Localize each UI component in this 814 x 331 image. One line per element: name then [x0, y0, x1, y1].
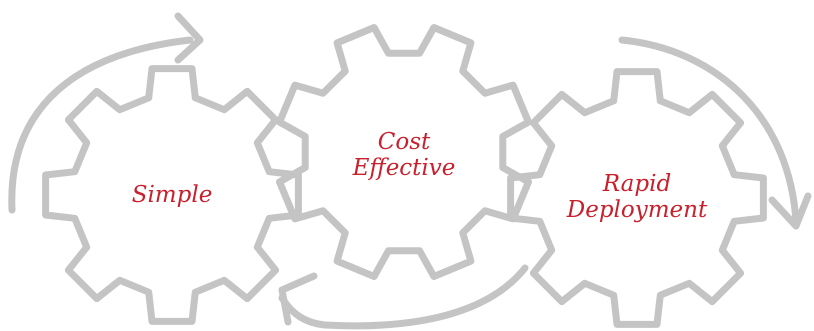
arrowhead-bottom [278, 272, 318, 326]
cycle-arrow-top-left [8, 36, 194, 214]
gear-label-rapid-deployment: Rapid Deployment [567, 171, 707, 223]
gear-outline-simple [42, 65, 302, 325]
gear-label-line: Rapid [602, 171, 672, 197]
arrowhead-right [768, 192, 812, 230]
gear-outline-rapid-deployment [507, 68, 767, 328]
gear-outline-cost-effective [276, 24, 532, 280]
arrowhead-top-left [174, 12, 204, 64]
gear-label-cost-effective: Cost Effective [353, 129, 456, 181]
gear-label-simple: Simple [132, 182, 213, 208]
gear-label-line: Cost [377, 129, 431, 155]
gear-label-line: Simple [131, 182, 213, 208]
cycle-arrow-bottom [278, 264, 529, 330]
cycle-arrow-right [618, 36, 800, 226]
gear-label-line: Effective [352, 155, 456, 181]
gear-label-line: Deployment [566, 197, 708, 223]
